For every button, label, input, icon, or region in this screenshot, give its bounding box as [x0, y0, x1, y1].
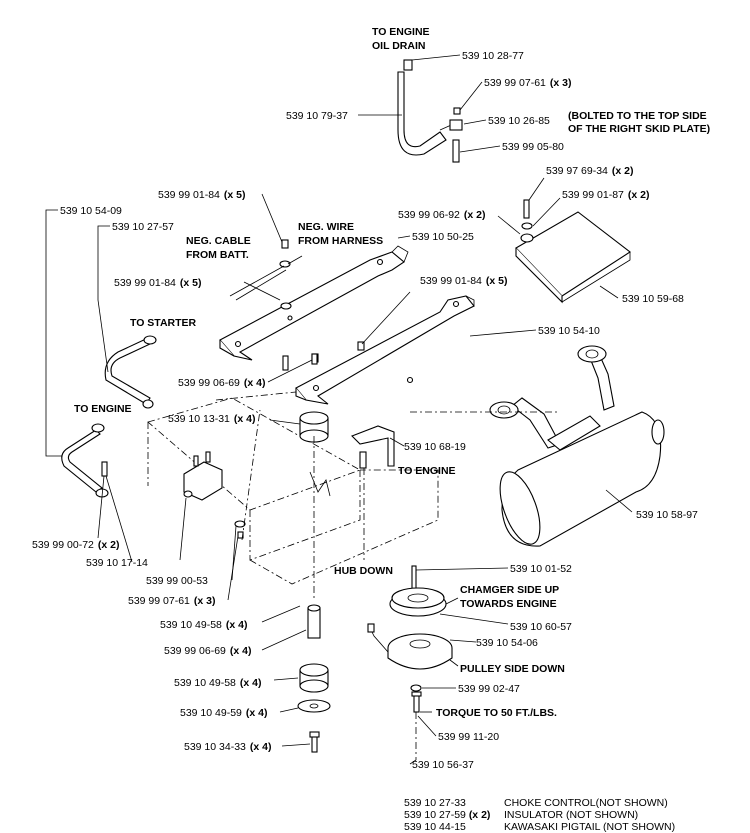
part-10-50-25: 539 10 50-25	[412, 231, 474, 243]
muffler	[489, 345, 665, 547]
oil-drain-leaders	[358, 54, 501, 153]
part-99-06-69-b: 539 99 06-69(x 4)	[164, 645, 251, 657]
label-towards-engine: TOWARDS ENGINE	[460, 598, 557, 610]
label-bolted-2: OF THE RIGHT SKID PLATE)	[568, 123, 710, 135]
label-hub-down: HUB DOWN	[334, 565, 393, 577]
label-to-engine-mid: TO ENGINE	[398, 465, 456, 477]
label-torque: TORQUE TO 50 FT./LBS.	[436, 707, 557, 719]
part-10-13-31: 539 10 13-31(x 4)	[168, 413, 255, 425]
cable-leaders	[45, 209, 110, 457]
part-10-79-37: 539 10 79-37	[286, 110, 348, 122]
isolator-leaders	[227, 409, 365, 747]
part-10-54-10: 539 10 54-10	[538, 325, 600, 337]
part-10-28-77: 539 10 28-77	[462, 50, 524, 62]
callout-labels: TO ENGINE OIL DRAIN (BOLTED TO THE TOP S…	[74, 26, 710, 719]
part-99-06-92: 539 99 06-92(x 2)	[398, 209, 485, 221]
part-99-02-47: 539 99 02-47	[458, 683, 520, 695]
bracket-leaders	[243, 193, 537, 383]
solenoid	[97, 451, 223, 563]
label-pulley-side-down: PULLEY SIDE DOWN	[460, 663, 565, 675]
part-99-01-84-a: 539 99 01-84(x 5)	[158, 189, 245, 201]
part-number-labels: 539 10 28-77 539 99 07-61(x 3) 539 10 79…	[32, 50, 698, 771]
part-99-01-84-b: 539 99 01-84(x 5)	[114, 277, 201, 289]
part-10-26-85: 539 10 26-85	[488, 115, 550, 127]
part-10-59-68: 539 10 59-68	[622, 293, 684, 305]
label-neg-wire-2: FROM HARNESS	[298, 235, 383, 247]
part-97-69-34: 539 97 69-34(x 2)	[546, 165, 633, 177]
part-99-07-61-b: 539 99 07-61(x 3)	[128, 595, 215, 607]
label-neg-wire-1: NEG. WIRE	[298, 221, 354, 233]
part-99-00-53: 539 99 00-53	[146, 575, 208, 587]
skid-plate-leaders	[497, 177, 619, 299]
part-10-68-19: 539 10 68-19	[404, 441, 466, 453]
part-10-54-09: 539 10 54-09	[60, 205, 122, 217]
note-row: 539 10 27-59 (x 2)INSULATOR (NOT SHOWN)	[404, 809, 639, 821]
label-oil-drain: OIL DRAIN	[372, 40, 425, 52]
bracket-54-10	[295, 295, 475, 405]
part-10-60-57: 539 10 60-57	[510, 621, 572, 633]
clutch-assembly	[367, 565, 453, 713]
label-neg-cable-1: NEG. CABLE	[186, 235, 251, 247]
label-bolted-1: (BOLTED TO THE TOP SIDE	[568, 110, 707, 122]
part-99-05-80: 539 99 05-80	[502, 141, 564, 153]
label-to-engine-oil-drain: TO ENGINE	[372, 26, 430, 38]
label-changer-side-up: CHAMGER SIDE UP	[460, 584, 559, 596]
label-to-engine-left: TO ENGINE	[74, 403, 132, 415]
part-10-49-58-a: 539 10 49-58(x 4)	[160, 619, 247, 631]
part-99-11-20: 539 99 11-20	[438, 731, 499, 743]
part-10-34-33: 539 10 34-33(x 4)	[184, 741, 271, 753]
starter-cable	[104, 335, 157, 409]
bracket-50-25	[219, 245, 409, 361]
label-to-starter: TO STARTER	[130, 317, 197, 329]
bracket-68-19	[351, 425, 405, 469]
isolator-stack	[234, 353, 331, 753]
clutch-leaders	[409, 567, 509, 765]
part-10-56-37: 539 10 56-37	[412, 759, 474, 771]
note-row: 539 10 27-33 CHOKE CONTROL(NOT SHOWN)	[404, 797, 668, 809]
part-99-00-72: 539 99 00-72(x 2)	[32, 539, 119, 551]
not-shown-parts-list: 539 10 27-33 CHOKE CONTROL(NOT SHOWN) 53…	[404, 797, 675, 833]
part-10-58-97: 539 10 58-97	[636, 509, 698, 521]
ground-cable	[61, 423, 109, 498]
part-10-17-14: 539 10 17-14	[86, 557, 148, 569]
part-99-01-84-c: 539 99 01-84(x 5)	[420, 275, 507, 287]
part-10-54-06: 539 10 54-06	[476, 637, 538, 649]
skid-plate	[515, 199, 631, 304]
part-99-01-87: 539 99 01-87(x 2)	[562, 189, 649, 201]
part-10-49-58-b: 539 10 49-58(x 4)	[174, 677, 261, 689]
part-99-06-69-a: 539 99 06-69(x 4)	[178, 377, 265, 389]
note-row: 539 10 44-15 KAWASAKI PIGTAIL (NOT SHOWN…	[404, 821, 676, 833]
part-10-01-52: 539 10 01-52	[510, 563, 572, 575]
part-99-07-61-top: 539 99 07-61(x 3)	[484, 77, 571, 89]
part-10-49-59: 539 10 49-59(x 4)	[180, 707, 267, 719]
label-neg-cable-2: FROM BATT.	[186, 249, 249, 261]
part-10-27-57: 539 10 27-57	[112, 221, 174, 233]
oil-drain-assembly	[397, 59, 463, 163]
